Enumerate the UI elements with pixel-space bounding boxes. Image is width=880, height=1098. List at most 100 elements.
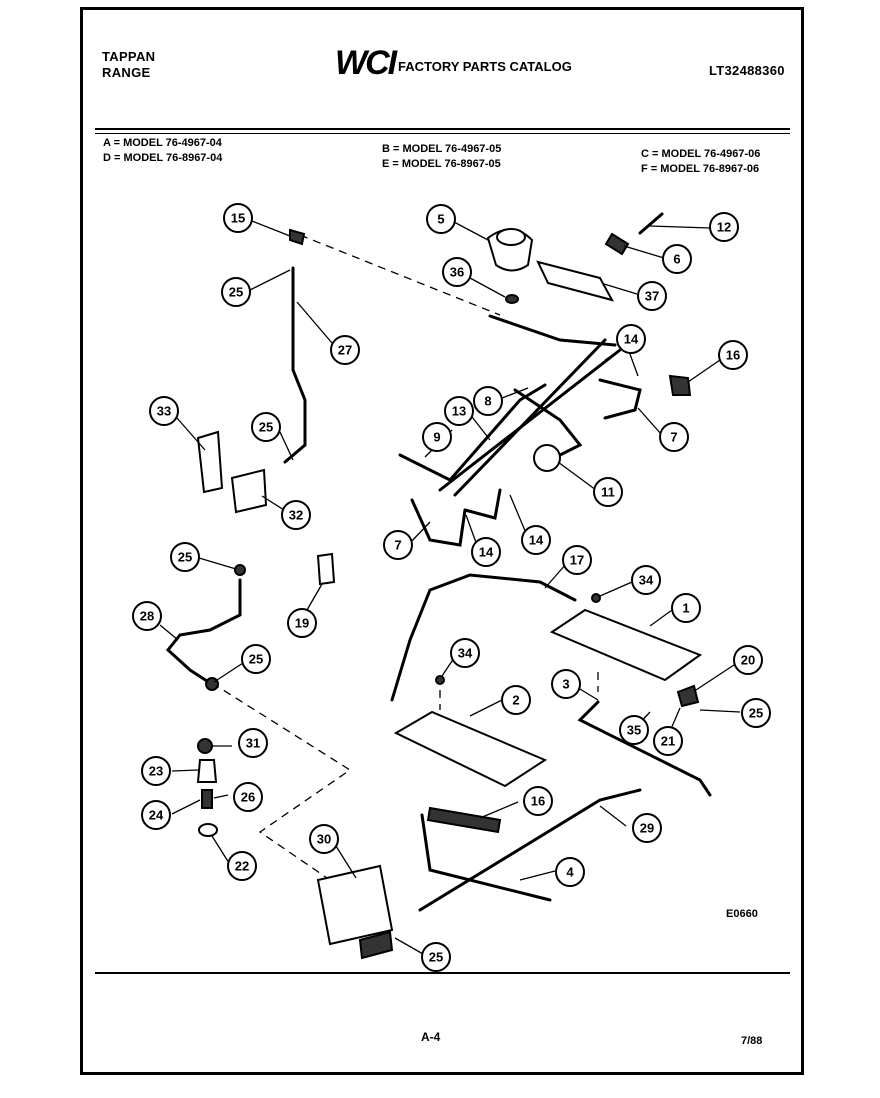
callout-25: 25	[170, 542, 200, 572]
guide-line	[211, 682, 352, 881]
svg-text:11: 11	[601, 485, 615, 500]
svg-text:4: 4	[566, 865, 574, 880]
part-29-tube	[418, 788, 642, 912]
callout-20: 20	[733, 645, 763, 675]
part-31-cap	[197, 738, 213, 754]
part-33-bracket	[196, 430, 224, 494]
callout-34: 34	[631, 565, 661, 595]
model-a: A = MODEL 76-4967-04	[103, 137, 222, 149]
svg-text:36: 36	[450, 265, 464, 280]
part-17-thermostat-tube	[390, 573, 577, 702]
callout-6: 6	[662, 244, 692, 274]
revision-date: 7/88	[741, 1035, 763, 1047]
svg-text:25: 25	[178, 550, 192, 565]
svg-text:17: 17	[570, 553, 584, 568]
callout-2: 2	[501, 685, 531, 715]
callout-23: 23	[141, 756, 171, 786]
svg-text:30: 30	[317, 832, 331, 847]
callout-13: 13	[444, 396, 474, 426]
part-6-clip	[604, 232, 630, 256]
svg-text:20: 20	[741, 653, 755, 668]
catalog-title: FACTORY PARTS CATALOG	[398, 59, 572, 74]
svg-text:19: 19	[295, 616, 309, 631]
part-1-burner	[549, 608, 703, 682]
guide-line	[299, 234, 501, 316]
svg-text:9: 9	[433, 430, 440, 445]
callout-25: 25	[421, 942, 451, 972]
model-f: F = MODEL 76-8967-06	[641, 163, 760, 175]
callout-11: 11	[593, 477, 623, 507]
callout-26: 26	[233, 782, 263, 812]
page-number: A-4	[421, 1030, 441, 1044]
callout-22: 22	[227, 851, 257, 881]
callout-19: 19	[287, 608, 317, 638]
callout-16: 16	[718, 340, 748, 370]
svg-text:37: 37	[645, 289, 659, 304]
brand-line-1: TAPPAN	[102, 49, 156, 64]
model-d: D = MODEL 76-8967-04	[103, 152, 223, 164]
svg-text:23: 23	[149, 764, 163, 779]
brand-line-2: RANGE	[102, 65, 151, 80]
part-32-regulator	[230, 468, 268, 514]
page-frame	[80, 7, 804, 1075]
model-e: E = MODEL 76-8967-05	[382, 158, 501, 170]
svg-text:26: 26	[241, 790, 255, 805]
header-rule	[95, 128, 790, 130]
callout-21: 21	[653, 726, 683, 756]
svg-text:25: 25	[249, 652, 263, 667]
callout-34: 34	[450, 638, 480, 668]
callout-5: 5	[426, 204, 456, 234]
callout-25: 25	[241, 644, 271, 674]
part-19-block	[316, 552, 336, 586]
callout-7: 7	[659, 422, 689, 452]
part-5-top	[496, 228, 526, 246]
part-13-manifold	[438, 348, 622, 492]
part-manifold-tube	[488, 314, 617, 347]
svg-text:34: 34	[639, 573, 654, 588]
figure-code: E0660	[726, 908, 758, 920]
callout-3: 3	[551, 669, 581, 699]
part-24-spring	[201, 789, 213, 809]
part-3-burner-tube	[577, 700, 712, 797]
part-8-tube	[513, 388, 583, 457]
svg-text:7: 7	[394, 538, 401, 553]
brand-block: TAPPAN RANGE	[102, 49, 155, 81]
svg-text:14: 14	[479, 545, 494, 560]
svg-text:33: 33	[157, 404, 171, 419]
callout-7: 7	[383, 530, 413, 560]
svg-text:16: 16	[531, 794, 545, 809]
model-b: B = MODEL 76-4967-05	[382, 143, 502, 155]
part-14-tube	[463, 488, 502, 520]
part-15-fitting	[289, 228, 306, 246]
svg-text:25: 25	[749, 706, 763, 721]
svg-text:32: 32	[289, 508, 303, 523]
header-rule-thin	[95, 133, 790, 134]
part-27-tube	[283, 266, 307, 464]
svg-text:25: 25	[229, 285, 243, 300]
callout-14: 14	[521, 525, 551, 555]
footer-rule	[95, 972, 790, 974]
wci-logo: WCI	[335, 44, 397, 82]
part-34-screw	[591, 593, 601, 603]
part-2-burner	[393, 710, 548, 788]
svg-text:7: 7	[670, 430, 677, 445]
callout-4: 4	[555, 857, 585, 887]
part-16-knob-top	[668, 374, 692, 396]
callout-27: 27	[330, 335, 360, 365]
callout-1: 1	[671, 593, 701, 623]
svg-text:34: 34	[458, 646, 473, 661]
part-37-bracket	[536, 260, 614, 302]
callout-31: 31	[238, 728, 268, 758]
callout-12: 12	[709, 212, 739, 242]
models-right: C = MODEL 76-4967-06 F = MODEL 76-8967-0…	[641, 147, 760, 177]
svg-text:25: 25	[429, 950, 443, 965]
callout-35: 35	[619, 715, 649, 745]
part-30-regulator	[316, 864, 394, 946]
callout-30: 30	[309, 824, 339, 854]
callout-17: 17	[562, 545, 592, 575]
callout-28: 28	[132, 601, 162, 631]
svg-text:15: 15	[231, 211, 245, 226]
svg-text:14: 14	[624, 332, 639, 347]
model-c: C = MODEL 76-4967-06	[641, 148, 761, 160]
svg-text:16: 16	[726, 348, 740, 363]
